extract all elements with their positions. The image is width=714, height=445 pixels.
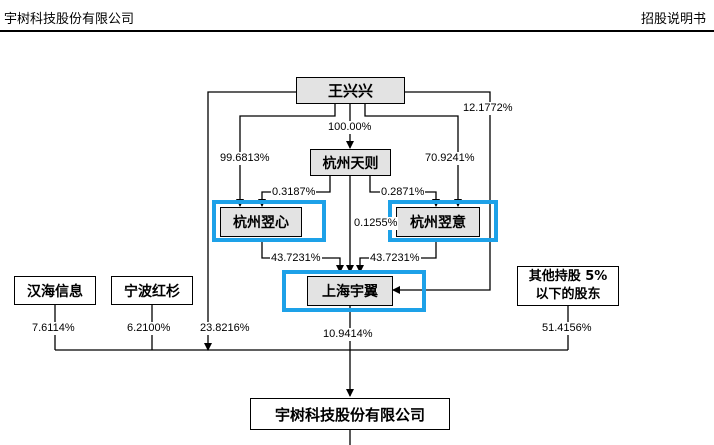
entity-unitree-company: 宇树科技股份有限公司	[250, 398, 450, 430]
pct-tianze-yuyi: 0.1255%	[353, 217, 399, 230]
header-divider	[0, 30, 714, 32]
pct-wang-company: 23.8216%	[199, 322, 251, 335]
entity-hangzhou-yixin: 杭州翌心	[220, 207, 302, 237]
entity-ningbo-hongshan: 宁波红杉	[111, 276, 193, 305]
edge-wang-company	[204, 91, 296, 351]
pct-wang-yuyi: 12.1772%	[462, 102, 514, 115]
edge-wang-yuyi	[392, 91, 491, 294]
entity-wang-xingxing: 王兴兴	[296, 77, 405, 104]
header-document-title: 招股说明书	[640, 12, 706, 27]
other-shareholders-line2: 以下的股东	[535, 287, 601, 302]
entity-shanghai-yuyi: 上海宇翼	[307, 276, 393, 306]
entity-hangzhou-tianze: 杭州天则	[310, 149, 391, 176]
pct-wang-tianze: 100.00%	[327, 121, 373, 134]
pct-yixin-yuyi: 43.7231%	[270, 252, 322, 265]
entity-hangzhou-yiyi: 杭州翌意	[396, 207, 480, 237]
header-company-name: 宇树科技股份有限公司	[4, 12, 135, 27]
pct-hanhai-company: 7.6114%	[31, 322, 76, 335]
pct-others-company: 51.4156%	[541, 322, 593, 335]
pct-yuyi-company: 10.9414%	[322, 328, 374, 341]
highlight-frame-yiyi	[388, 200, 498, 242]
entity-hanhai-info: 汉海信息	[14, 276, 96, 305]
highlight-frame-yuyi	[282, 270, 426, 312]
pct-tianze-yixin: 0.3187%	[271, 186, 317, 199]
entity-other-shareholders: 其他持股 5% 以下的股东	[517, 266, 619, 306]
highlight-frame-yixin	[212, 200, 326, 242]
pct-yiyi-yuyi: 43.7231%	[369, 252, 421, 265]
pct-tianze-yiyi: 0.2871%	[380, 186, 426, 199]
pct-wang-yiyi: 70.9241%	[424, 152, 476, 165]
other-shareholders-line1: 其他持股 5%	[528, 269, 608, 284]
pct-ningbo-company: 6.2100%	[126, 322, 172, 335]
pct-wang-yixin: 99.6813%	[219, 152, 271, 165]
